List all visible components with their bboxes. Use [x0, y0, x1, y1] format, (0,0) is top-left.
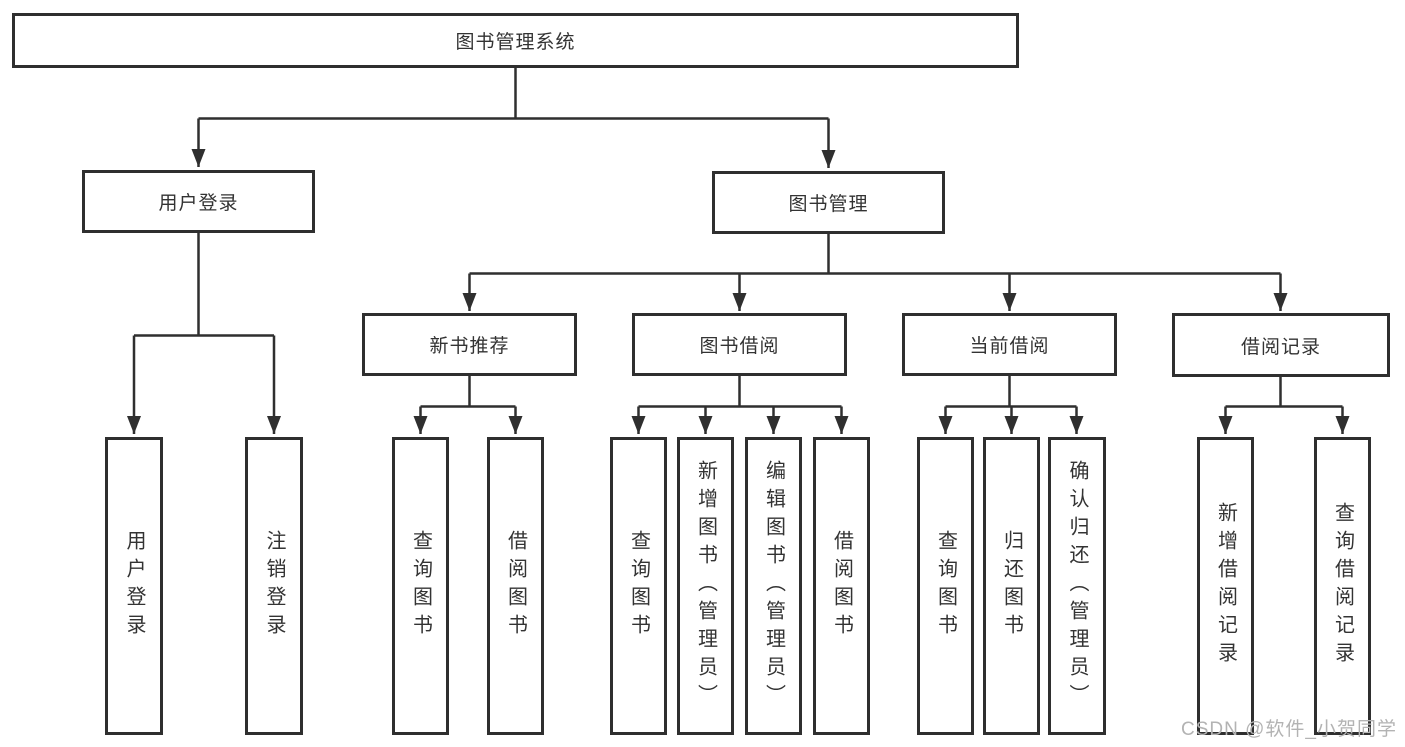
node-label: 借阅记录 — [1240, 336, 1321, 358]
node-label: 确认归还（管理员） — [1066, 460, 1088, 712]
node-label: 图书借阅 — [699, 336, 780, 357]
node-library-management-system: 图书管理系统 — [12, 13, 1019, 68]
node-label: 图书管理 — [788, 194, 869, 215]
node-new-book-recommendation: 新书推荐 — [362, 313, 577, 376]
node-current-borrowing: 当前借阅 — [902, 313, 1117, 376]
node-add-borrow-record: 新增借阅记录 — [1197, 437, 1254, 735]
node-label: 借阅图书 — [504, 530, 527, 642]
node-label: 当前借阅 — [969, 336, 1050, 357]
watermark: CSDN @软件_小贺同学 — [1181, 719, 1397, 740]
node-label: 查询借阅记录 — [1331, 502, 1354, 670]
node-borrowing-records: 借阅记录 — [1172, 313, 1390, 377]
node-label: 借阅图书 — [830, 530, 853, 642]
node-label: 新书推荐 — [429, 336, 510, 357]
node-confirm-return-admin: 确认归还（管理员） — [1048, 437, 1106, 735]
node-label: 注销登录 — [263, 530, 285, 642]
node-label: 用户登录 — [158, 193, 239, 214]
node-query-books-borrowing: 查询图书 — [610, 437, 667, 735]
node-label: 归还图书 — [1000, 530, 1023, 642]
node-user-login-group: 用户登录 — [82, 170, 315, 233]
node-logout: 注销登录 — [245, 437, 303, 735]
node-label: 新增图书（管理员） — [694, 460, 717, 712]
node-add-books-admin: 新增图书（管理员） — [677, 437, 734, 735]
node-query-books-recommend: 查询图书 — [392, 437, 449, 735]
node-borrow-books-recommend: 借阅图书 — [487, 437, 544, 735]
node-label: 查询图书 — [627, 530, 650, 642]
node-label: 编辑图书（管理员） — [762, 460, 785, 712]
node-return-books: 归还图书 — [983, 437, 1040, 735]
node-book-management: 图书管理 — [712, 171, 945, 234]
node-borrow-books: 借阅图书 — [813, 437, 870, 735]
node-label: 新增借阅记录 — [1214, 502, 1237, 670]
node-label: 查询图书 — [934, 530, 957, 642]
node-label: 图书管理系统 — [455, 32, 576, 53]
node-book-borrowing: 图书借阅 — [632, 313, 847, 376]
node-label: 查询图书 — [409, 530, 432, 642]
node-user-login: 用户登录 — [105, 437, 163, 735]
node-label: 用户登录 — [123, 530, 145, 642]
node-query-books-current: 查询图书 — [917, 437, 974, 735]
node-query-borrow-record: 查询借阅记录 — [1314, 437, 1371, 735]
node-edit-books-admin: 编辑图书（管理员） — [745, 437, 802, 735]
